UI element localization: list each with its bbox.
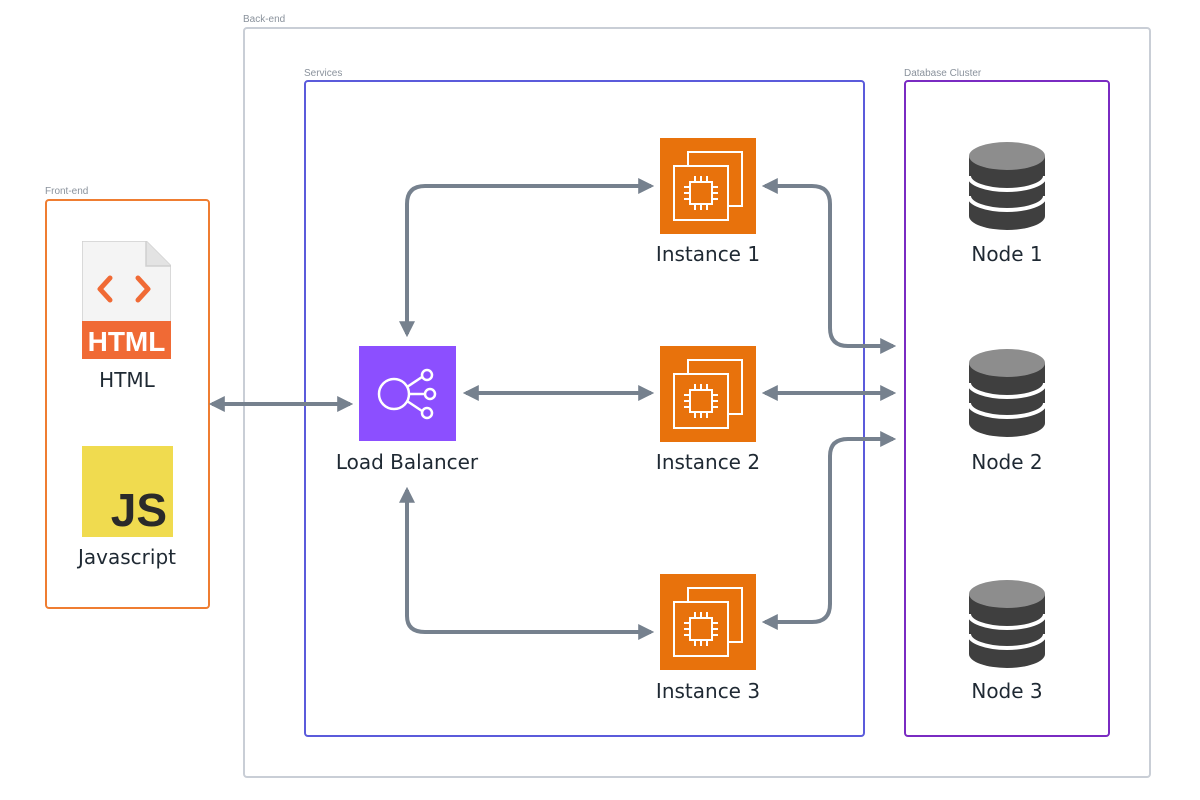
load-balancer-icon	[359, 346, 456, 441]
edge-instance1-database	[761, 178, 897, 354]
load-balancer-label: Load Balancer	[335, 450, 479, 474]
node-2-label: Node 2	[971, 450, 1043, 474]
instance-1-icon	[660, 138, 756, 234]
instance-2-label: Instance 2	[655, 450, 761, 474]
html-badge-text: HTML	[88, 326, 166, 357]
backend-group-label: Back-end	[243, 14, 286, 25]
instance-1-node: Instance 1	[608, 242, 808, 266]
html-file-icon: HTML	[81, 240, 172, 360]
database-cluster-group	[904, 80, 1110, 737]
javascript-node: Javascript	[27, 545, 227, 569]
frontend-group-label: Front-end	[45, 186, 89, 197]
database-node-3-icon	[966, 578, 1048, 670]
javascript-icon: JS	[82, 446, 173, 537]
js-badge-text: JS	[111, 484, 167, 536]
edge-loadbalancer-instance3	[399, 486, 655, 640]
database-node-2: Node 2	[907, 450, 1107, 474]
database-cluster-group-label: Database Cluster	[904, 68, 982, 79]
html-node: HTML	[27, 368, 227, 392]
instance-2-node: Instance 2	[608, 450, 808, 474]
instance-3-node: Instance 3	[608, 679, 808, 703]
database-node-3: Node 3	[907, 679, 1107, 703]
node-1-label: Node 1	[971, 242, 1043, 266]
instance-3-label: Instance 3	[655, 679, 761, 703]
database-node-1-icon	[966, 140, 1048, 232]
database-node-2-icon	[966, 347, 1048, 439]
edge-instance3-database	[761, 431, 897, 630]
services-group-label: Services	[304, 68, 343, 79]
load-balancer-node: Load Balancer	[307, 450, 507, 474]
instance-1-label: Instance 1	[655, 242, 761, 266]
instance-2-icon	[660, 346, 756, 442]
node-3-label: Node 3	[971, 679, 1043, 703]
javascript-label: Javascript	[78, 545, 176, 569]
html-label: HTML	[99, 368, 155, 392]
edge-loadbalancer-instance1	[399, 178, 655, 338]
instance-3-icon	[660, 574, 756, 670]
database-node-1: Node 1	[907, 242, 1107, 266]
